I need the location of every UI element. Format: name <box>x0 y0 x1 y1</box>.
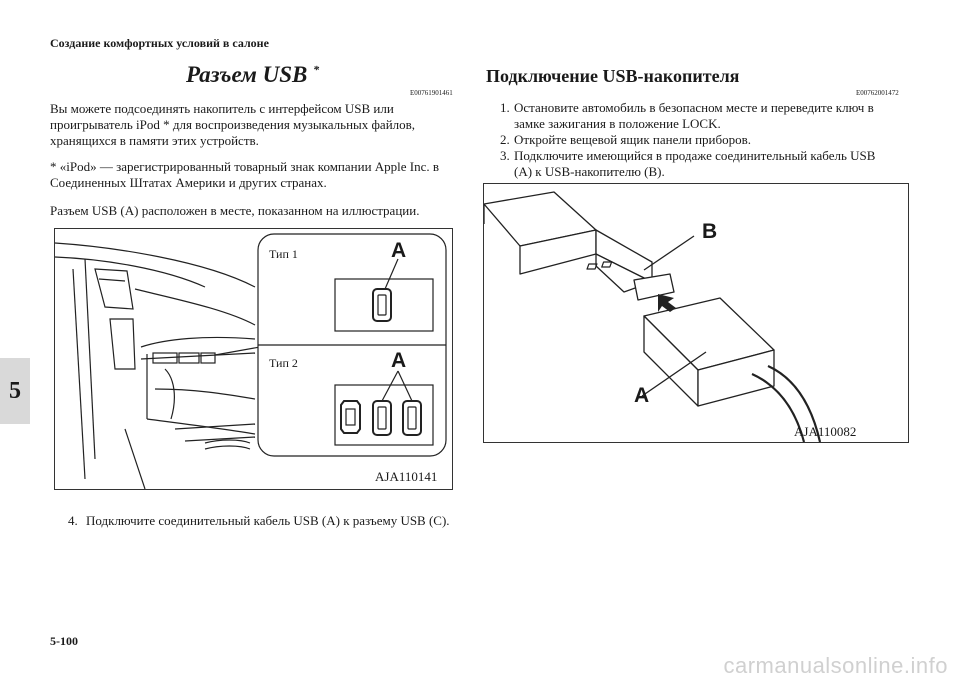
usb-location-illustration: Тип 1 Тип 2 A A AJA110141 <box>54 228 453 490</box>
footnote-paragraph: * «iPod» — зарегистрированный товарный з… <box>50 159 440 190</box>
step-number: 3. <box>500 148 510 163</box>
figure-code: AJA110141 <box>375 469 438 484</box>
intro-paragraph: Вы можете подсоединять накопитель с инте… <box>50 101 416 148</box>
watermark: carmanualsonline.info <box>723 653 948 678</box>
step-text: Остановите автомобиль в безопасном месте… <box>514 100 874 131</box>
reference-code: E00761901461 <box>410 89 453 97</box>
type1-label: Тип 1 <box>269 247 298 261</box>
reference-code: E00762001472 <box>856 89 899 97</box>
step-number: 1. <box>500 100 510 115</box>
section-title-usb-connect: Подключение USB-накопителя <box>486 66 740 86</box>
steps-list: 1. Остановите автомобиль в безопасном ме… <box>500 100 890 180</box>
step-3: 3. Подключите имеющийся в продаже соедин… <box>500 148 890 180</box>
callout-a: A <box>634 384 650 407</box>
callout-a-type2: A <box>391 349 407 372</box>
page-number: 5-100 <box>50 634 78 648</box>
step-number: 4. <box>68 513 78 528</box>
step-row: 4. Подключите соединительный кабель USB … <box>68 513 468 529</box>
step-1: 1. Остановите автомобиль в безопасном ме… <box>500 100 890 132</box>
step-text: Подключите соединительный кабель USB (A)… <box>86 513 450 528</box>
figure-code: AJA110082 <box>794 424 857 439</box>
step-text: Откройте вещевой ящик панели приборов. <box>514 132 751 147</box>
type2-label: Тип 2 <box>269 356 298 370</box>
running-header: Создание комфортных условий в салоне <box>50 36 269 50</box>
step-2: 2. Откройте вещевой ящик панели приборов… <box>500 132 890 148</box>
step-4: 4. Подключите соединительный кабель USB … <box>68 513 468 529</box>
callout-a-type1: A <box>391 239 407 262</box>
footnote-mark: * <box>313 62 320 77</box>
usb-drive-drawing <box>483 191 822 443</box>
chapter-tab: 5 <box>0 358 30 424</box>
dashboard-drawing <box>54 233 447 490</box>
section-title-text: Разъем USB <box>186 62 308 87</box>
location-paragraph: Разъем USB (A) расположен в месте, показ… <box>50 203 420 218</box>
step-number: 2. <box>500 132 510 147</box>
section-title-usb-port: Разъем USB * <box>186 62 319 88</box>
callout-b: B <box>702 220 718 243</box>
step-text: Подключите имеющийся в продаже соедините… <box>514 148 876 179</box>
usb-drive-illustration: B A AJA110082 <box>483 183 909 443</box>
